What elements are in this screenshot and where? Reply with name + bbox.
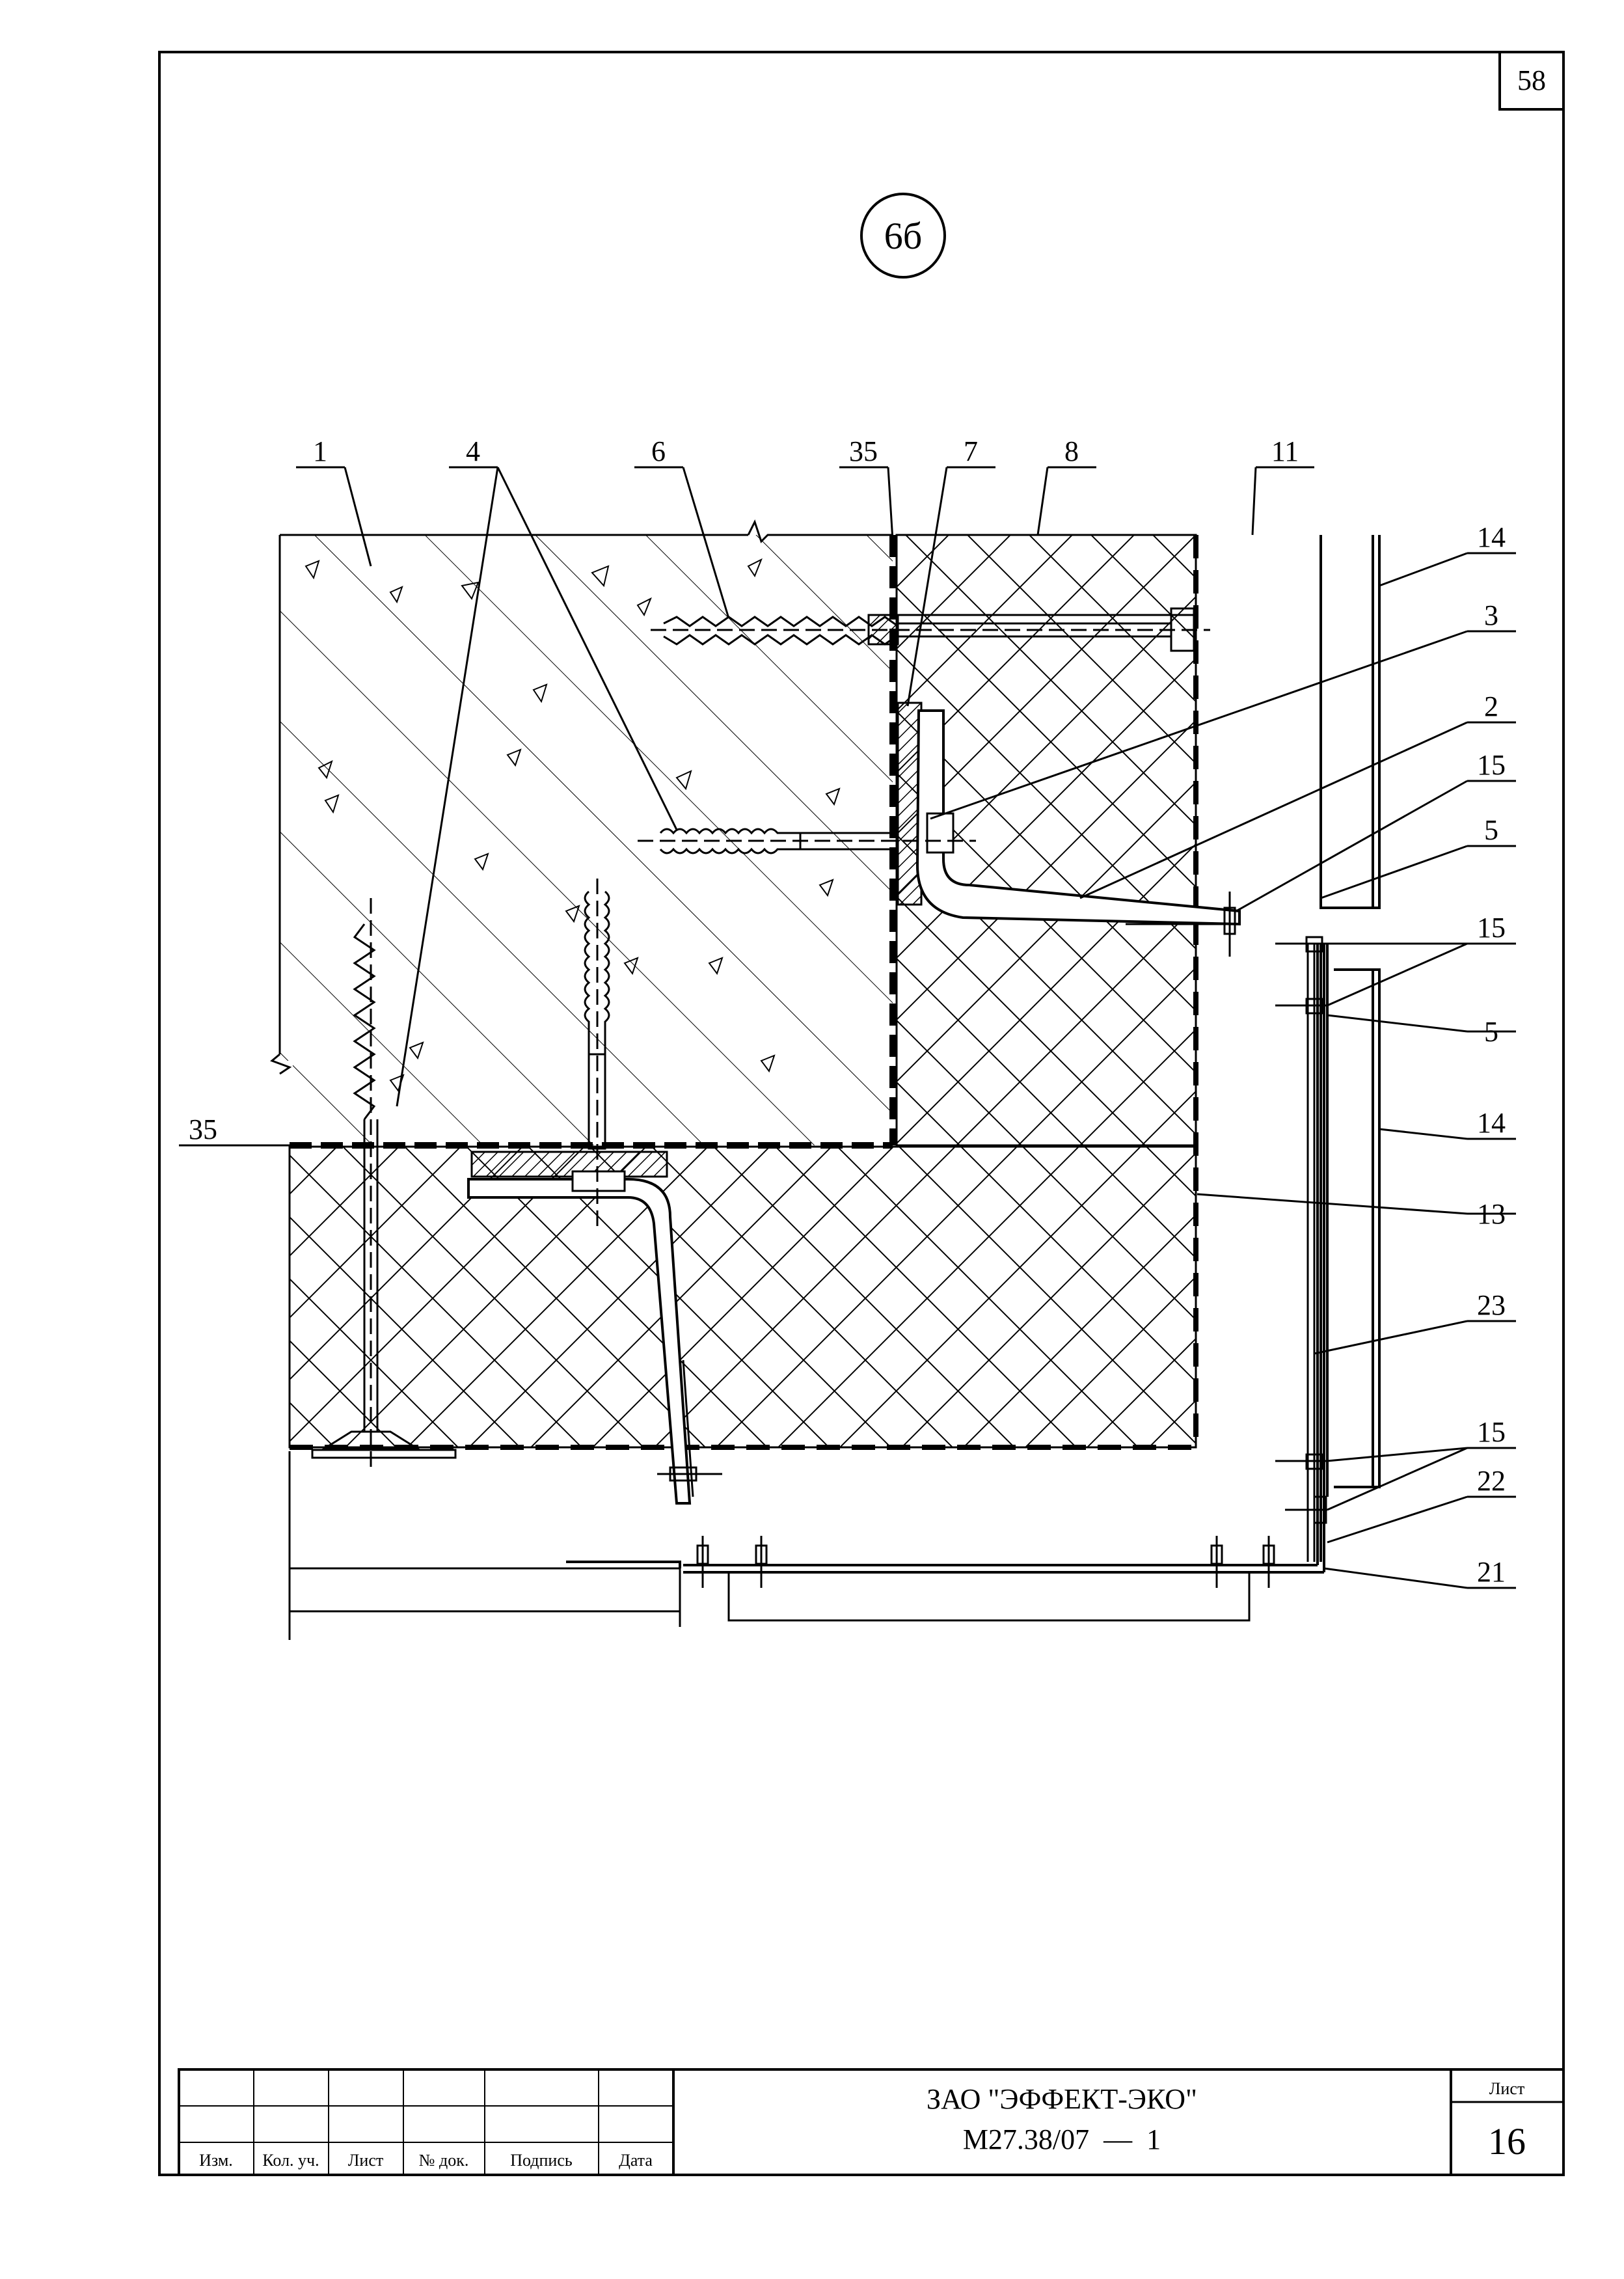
sheet-number-box: 58 (1498, 51, 1565, 111)
callout-11: 11 (1271, 435, 1299, 467)
callout-35-left: 35 (189, 1113, 217, 1145)
bracket-lower (467, 1151, 694, 1505)
detail-marker: 6б (860, 193, 946, 279)
tb-col-kol-uch: Кол. уч. (262, 2151, 319, 2170)
concrete-wall (270, 519, 893, 1145)
callout-22: 22 (1477, 1465, 1506, 1497)
facade-panels-14 (1320, 535, 1381, 1562)
guide-profile-23 (1306, 944, 1316, 1562)
callout-23: 23 (1477, 1289, 1506, 1321)
callout-6: 6 (651, 435, 666, 467)
callout-15-a: 15 (1477, 749, 1506, 781)
lower-slab (288, 1451, 1251, 1640)
callout-4: 4 (466, 435, 480, 467)
insulation-lower (288, 1145, 1197, 1449)
dowel-4-upper (638, 828, 976, 854)
callout-8: 8 (1064, 435, 1079, 467)
callout-13: 13 (1477, 1198, 1506, 1230)
callout-21: 21 (1477, 1556, 1506, 1588)
tb-col-podpis: Подпись (510, 2151, 573, 2170)
tb-col-data: Дата (619, 2151, 653, 2170)
tb-doc-code: М27.38/07 — 1 (963, 2123, 1161, 2155)
callout-5-a: 5 (1484, 814, 1498, 846)
title-block: Изм. Кол. уч. Лист № док. Подпись Дата З… (178, 2068, 1565, 2176)
callout-5-b: 5 (1484, 1016, 1498, 1048)
callout-14-top: 14 (1477, 521, 1506, 553)
tb-sheet-value: 16 (1488, 2120, 1526, 2163)
sheet-number-top: 58 (1517, 64, 1546, 96)
callout-1: 1 (313, 435, 327, 467)
tb-company: ЗАО "ЭФФЕКТ-ЭКО" (927, 2083, 1197, 2115)
detail-marker-label: 6б (884, 215, 923, 257)
long-anchor (311, 898, 457, 1471)
callout-15-c: 15 (1477, 1416, 1506, 1448)
bracket-upper (897, 702, 1241, 926)
fasteners (657, 892, 1327, 1588)
tb-col-doc-no: № док. (419, 2151, 469, 2170)
callout-2: 2 (1484, 690, 1498, 722)
tb-col-izm: Изм. (199, 2151, 233, 2170)
callout-35-top: 35 (849, 435, 878, 467)
section-drawing (270, 519, 1381, 1640)
tb-sheet-label: Лист (1489, 2079, 1524, 2098)
tb-col-list: Лист (348, 2151, 383, 2170)
dowel-6 (651, 607, 1210, 652)
callout-labels: 1 4 6 35 7 8 11 14 3 2 15 5 15 5 35 14 1… (189, 435, 1506, 1588)
callout-3: 3 (1484, 599, 1498, 631)
leader-lines (179, 466, 1516, 1589)
callout-14-b: 14 (1477, 1107, 1506, 1139)
callout-15-b: 15 (1477, 912, 1506, 944)
callout-7: 7 (964, 435, 978, 467)
dowel-4-vertical (584, 879, 610, 1230)
